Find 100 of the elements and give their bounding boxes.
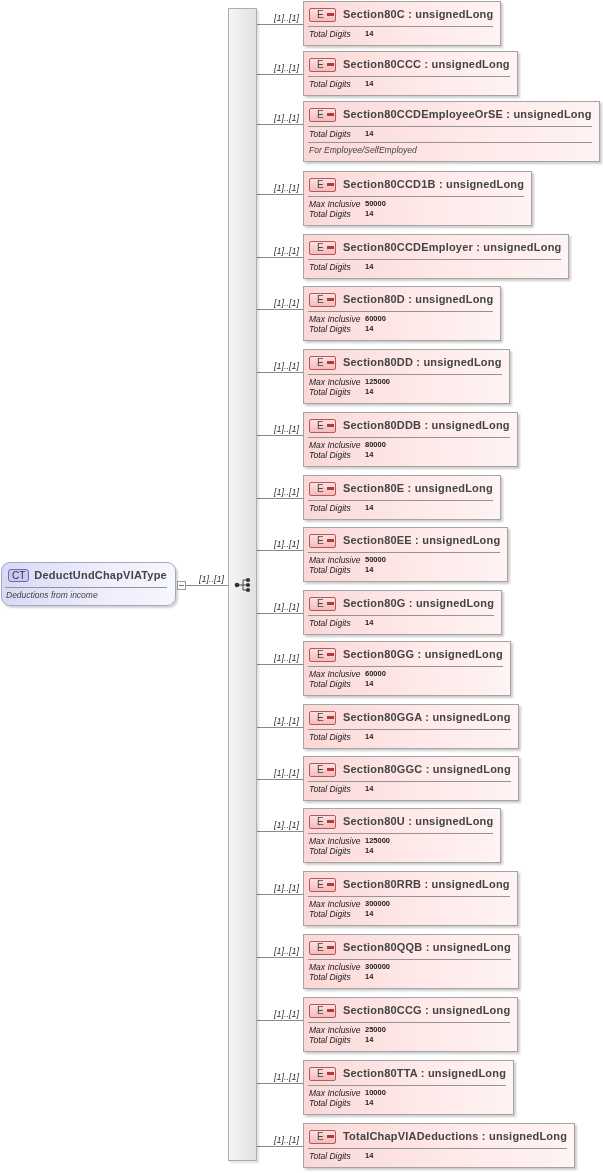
facet-name: Total Digits <box>309 972 351 982</box>
type-tag: CT <box>8 569 30 582</box>
connector-line <box>256 24 304 25</box>
connector-line <box>256 894 304 895</box>
connector-line <box>256 831 304 832</box>
element-node <box>303 527 509 582</box>
kind-letter: E <box>317 878 324 891</box>
facet-name: Total Digits <box>309 129 351 139</box>
kind-letter: E <box>317 1130 324 1143</box>
kind-letter: E <box>317 419 324 432</box>
element-node <box>303 1123 576 1168</box>
facet-name: Max Inclusive <box>309 199 361 209</box>
cardinality-label: [1]..[1] <box>273 767 300 778</box>
cardinality-label: [1]..[1] <box>273 652 300 663</box>
element-name: Section80QQB : unsignedLong <box>343 941 511 954</box>
element-name: Section80GGC : unsignedLong <box>343 763 511 776</box>
element-name: Section80C : unsignedLong <box>343 8 494 21</box>
cardinality-label: [1]..[1] <box>273 62 300 73</box>
cardinality-label: [1]..[1] <box>273 297 300 308</box>
element-node <box>303 808 502 863</box>
kind-letter: E <box>317 1004 324 1017</box>
kind-letter: E <box>317 178 324 191</box>
connector-line <box>256 74 304 75</box>
connector-line <box>256 435 304 436</box>
cardinality-label: [1]..[1] <box>273 538 300 549</box>
connector-line <box>256 664 304 665</box>
connector-line <box>256 727 304 728</box>
facet-name: Total Digits <box>309 1098 351 1108</box>
element-name: Section80GGA : unsignedLong <box>343 711 511 724</box>
connector-line <box>256 550 304 551</box>
cardinality-label: [1]..[1] <box>273 360 300 371</box>
connector-line <box>256 779 304 780</box>
facet-name: Total Digits <box>309 679 351 689</box>
facet-name: Max Inclusive <box>309 962 361 972</box>
facet-name: Total Digits <box>309 1151 351 1161</box>
facet-name: Total Digits <box>309 209 351 219</box>
kind-letter: E <box>317 241 324 254</box>
kind-letter: E <box>317 597 324 610</box>
compositor-bar <box>228 8 257 1161</box>
kind-letter: E <box>317 108 324 121</box>
documentation-text: Deductions from income <box>6 590 98 600</box>
kind-letter: E <box>317 648 324 661</box>
element-name: Section80GG : unsignedLong <box>343 648 503 661</box>
facet-name: Total Digits <box>309 784 351 794</box>
kind-letter: E <box>317 293 324 306</box>
connector-line <box>256 1083 304 1084</box>
facet-name: Total Digits <box>309 1035 351 1045</box>
facet-name: Total Digits <box>309 262 351 272</box>
facet-name: Max Inclusive <box>309 669 361 679</box>
facet-name: Total Digits <box>309 503 351 513</box>
element-name: Section80E : unsignedLong <box>343 482 493 495</box>
cardinality-label: [1]..[1] <box>273 715 300 726</box>
connector-line <box>256 257 304 258</box>
facet-name: Total Digits <box>309 79 351 89</box>
element-node <box>303 349 510 404</box>
element-node <box>303 412 518 467</box>
cardinality-label: [1]..[1] <box>273 12 300 23</box>
element-node <box>303 51 518 96</box>
element-name: Section80CCC : unsignedLong <box>343 58 510 71</box>
complex-type-node <box>1 562 186 606</box>
element-node <box>303 871 518 926</box>
element-node <box>303 997 519 1052</box>
facet-name: Total Digits <box>309 387 351 397</box>
cardinality-label: [1]..[1] <box>273 882 300 893</box>
element-node <box>303 1 502 46</box>
element-name: Section80CCDEmployeeOrSE : unsignedLong <box>343 108 592 121</box>
element-node <box>303 641 511 696</box>
connector-line <box>256 957 304 958</box>
facet-name: Max Inclusive <box>309 1025 361 1035</box>
element-node <box>303 101 600 162</box>
connector-line <box>256 498 304 499</box>
cardinality-label: [1]..[1] <box>273 112 300 123</box>
connector-line <box>256 613 304 614</box>
element-node <box>303 475 501 520</box>
documentation-text: For Employee/SelfEmployed <box>309 145 417 155</box>
facet-name: Max Inclusive <box>309 440 361 450</box>
cardinality-label: [1]..[1] <box>273 601 300 612</box>
facet-name: Total Digits <box>309 324 351 334</box>
element-node <box>303 704 519 749</box>
element-name: Section80EE : unsignedLong <box>343 534 501 547</box>
connector-line <box>256 1020 304 1021</box>
cardinality-label: [1]..[1] <box>273 423 300 434</box>
connector-line <box>256 194 304 195</box>
facet-name: Max Inclusive <box>309 1088 361 1098</box>
facet-name: Total Digits <box>309 29 351 39</box>
facet-name: Max Inclusive <box>309 377 361 387</box>
cardinality-label: [1]..[1] <box>273 819 300 830</box>
element-node <box>303 234 570 279</box>
facet-name: Total Digits <box>309 846 351 856</box>
element-name: Section80TTA : unsignedLong <box>343 1067 507 1080</box>
cardinality-label: [1]..[1] <box>273 182 300 193</box>
kind-letter: E <box>317 534 324 547</box>
connector-line <box>256 1146 304 1147</box>
element-node <box>303 590 503 635</box>
connector-line <box>185 585 229 586</box>
element-node <box>303 1060 515 1115</box>
facet-name: Max Inclusive <box>309 836 361 846</box>
element-name: Section80DD : unsignedLong <box>343 356 502 369</box>
element-name: Section80G : unsignedLong <box>343 597 495 610</box>
kind-letter: E <box>317 58 324 71</box>
